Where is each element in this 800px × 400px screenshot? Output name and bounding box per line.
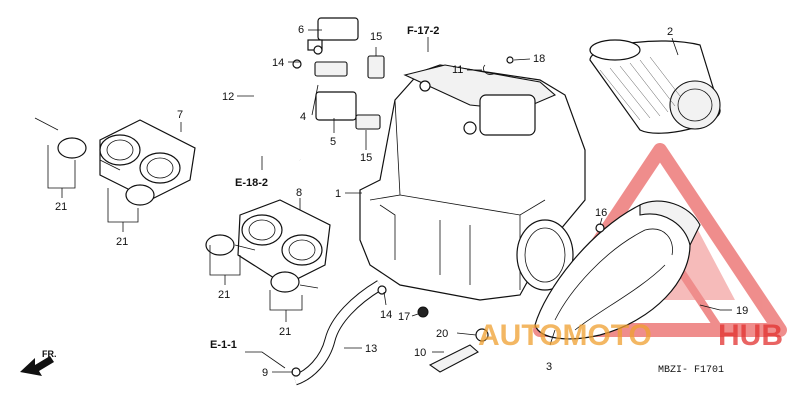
air-filter-element <box>589 39 721 134</box>
label-21-b: 21 <box>116 236 128 248</box>
part-17 <box>417 306 429 318</box>
label-4: 4 <box>300 111 306 123</box>
watermark-text: AUTOMOTO HUB <box>478 319 783 352</box>
small-fasteners <box>417 56 721 373</box>
label-21-a: 21 <box>55 201 67 213</box>
reference-labels: F-17-2 E-18-2 E-1-1 <box>210 25 439 351</box>
part-5-holder <box>315 91 357 121</box>
part-15-lower <box>355 114 381 130</box>
label-13: 13 <box>365 343 377 355</box>
label-6: 6 <box>298 24 304 36</box>
part-19-screw <box>699 304 721 311</box>
part-11-clip <box>483 64 496 75</box>
label-20: 20 <box>436 328 448 340</box>
part-18 <box>506 56 514 64</box>
label-14-upper: 14 <box>272 57 284 69</box>
label-19: 19 <box>736 305 748 317</box>
label-11: 11 <box>452 64 463 76</box>
intake-boots-7 <box>99 119 196 201</box>
label-21-d: 21 <box>279 326 291 338</box>
diagram-code: MBZI- F1701 <box>658 365 724 376</box>
label-8: 8 <box>296 187 302 199</box>
part-labels: 1 2 3 4 5 6 7 8 9 10 11 12 13 14 14 15 1… <box>55 24 748 379</box>
hose-13 <box>291 280 387 386</box>
label-14-lower: 14 <box>380 309 392 321</box>
hose-12 <box>249 59 302 164</box>
label-12: 12 <box>222 91 234 103</box>
label-17: 17 <box>398 311 410 323</box>
ref-f-17-2: F-17-2 <box>407 25 439 37</box>
label-18: 18 <box>533 53 545 65</box>
label-5: 5 <box>330 136 336 148</box>
part-6-sensor <box>317 17 359 41</box>
watermark-part1: AUTOMOTO <box>478 319 652 352</box>
label-3: 3 <box>546 361 552 373</box>
part-15-upper <box>367 55 385 79</box>
label-15-lower: 15 <box>360 152 372 164</box>
label-2: 2 <box>667 26 673 38</box>
label-21-c: 21 <box>218 289 230 301</box>
air-cleaner-housing <box>359 64 586 301</box>
label-7: 7 <box>177 109 183 121</box>
label-9: 9 <box>262 367 268 379</box>
part-16 <box>595 223 605 233</box>
part-4-foam <box>314 61 348 77</box>
part-10-drain <box>428 344 479 373</box>
front-label: FR. <box>42 349 57 359</box>
clamps-21 <box>34 117 319 293</box>
watermark-part2: HUB <box>718 319 783 352</box>
sensor-parts <box>307 17 385 130</box>
intake-boots-8 <box>237 199 331 286</box>
ref-e-18-2: E-18-2 <box>235 177 268 189</box>
label-10: 10 <box>414 347 426 359</box>
label-15-upper: 15 <box>370 31 382 43</box>
front-arrow: FR. <box>20 349 57 376</box>
leader-lines <box>47 29 732 373</box>
label-1: 1 <box>335 188 341 200</box>
air-cleaner-cover <box>534 200 701 340</box>
label-16: 16 <box>595 207 607 219</box>
ref-e-1-1: E-1-1 <box>210 339 237 351</box>
